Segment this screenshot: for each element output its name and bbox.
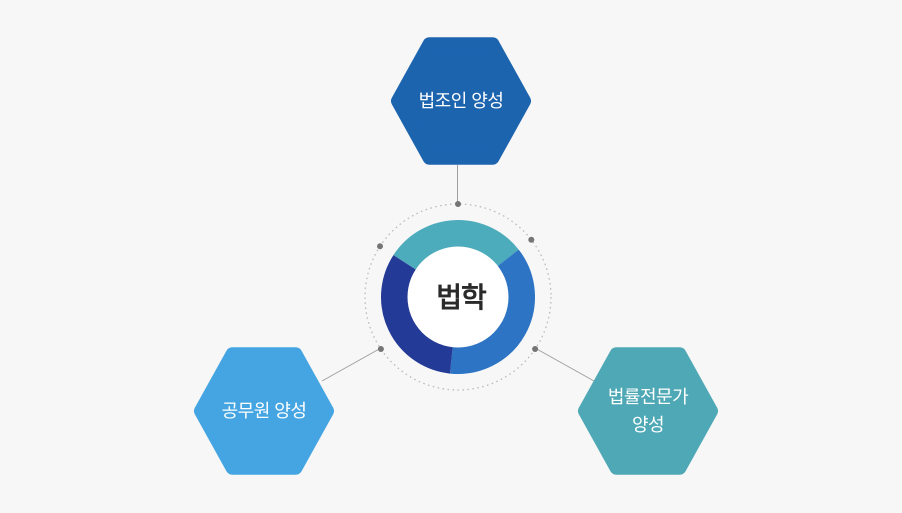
orbit-dot-upper-left <box>377 243 383 250</box>
orbit-dot-top <box>455 201 461 207</box>
orbit-dot-lower-right <box>532 346 539 352</box>
ring-segment-navy <box>381 255 454 374</box>
connector-line-bottom-right <box>534 347 595 382</box>
orbit-dot-lower-left <box>377 346 384 352</box>
hexagon-bottom-right <box>578 347 718 475</box>
center-circle <box>407 246 509 348</box>
ring-segment-teal <box>393 220 519 271</box>
hexagon-top <box>391 37 531 165</box>
connector-line-bottom-left <box>321 347 382 382</box>
orbit-dot-upper-right <box>528 236 535 243</box>
hexagon-bottom-left <box>194 347 334 475</box>
ring-segment-blue <box>449 249 535 374</box>
dotted-orbit-circle <box>364 203 552 391</box>
